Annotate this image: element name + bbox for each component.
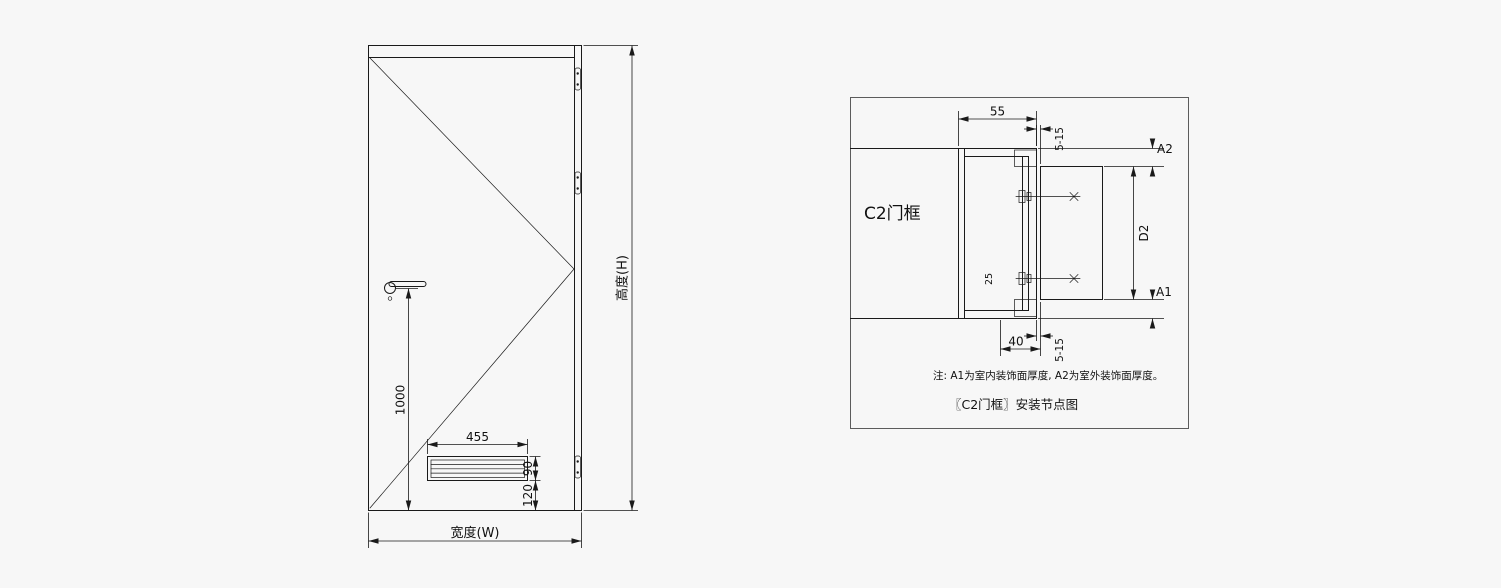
louver-frame [427,456,528,481]
dim-door-width-label: 宽度(W) [451,525,500,541]
frame-flange-bottom [1014,299,1037,317]
dim-door-height: 高度(H) [583,45,638,511]
door-louver [427,456,528,481]
anchor-bolt-top [1015,190,1081,203]
bolt-head [1018,190,1026,203]
dim-finish-indoor-label: A1 [1156,285,1172,299]
handle-rosette [384,282,396,294]
frame-label: C2门框 [864,204,921,224]
dim-flange-width-label: 40 [1008,335,1023,349]
door-hinge-top [574,67,581,91]
note-text: 注: A1为室内装饰面厚度, A2为室外装饰面厚度。 [933,369,1163,382]
bolt-shaft [1015,192,1081,201]
hinge-pin [576,187,579,190]
bolt-shaft [1015,274,1081,283]
wall-opening-lines [850,148,959,319]
door-hinge-bottom [574,455,581,479]
dim-flange-width: 40 [1000,302,1041,356]
frame-detail-drawing: C2门框 25 55 [850,97,1189,429]
bolt-washer [1026,192,1032,201]
dim-gap-bottom-label: 5-15 [1054,338,1066,362]
hinge-pin [576,72,579,75]
hinge-body [574,67,581,91]
handle-keyhole [387,296,393,301]
louver-slats [430,464,525,474]
hinge-pin [576,83,579,86]
bolt-washer [1026,274,1032,283]
frame-profile-lines [958,148,1037,319]
hinge-pin [576,471,579,474]
dim-gap-top-label: 5-15 [1054,127,1066,151]
frame-flange-top [1014,149,1037,167]
dim-louver-bottom-label: 120 [521,484,535,507]
door-handle [384,281,427,301]
dim-handle-height: 1000 [394,288,418,511]
door-frame-lines [368,45,582,511]
dim-wall-thickness: D2 [1130,166,1151,300]
detail-border [850,97,1189,429]
dim-frame-depth: 55 [958,105,1037,146]
dim-finish-indoor: A1 [1149,285,1172,329]
dim-louver-width-label: 455 [466,430,489,444]
dim-frame-back-label: 25 [984,273,995,285]
title-text: 〖C2门框〗安装节点图 [949,397,1078,412]
dim-handle-height-label: 1000 [394,385,408,416]
dim-gap-bottom: 5-15 [1024,320,1066,362]
dim-wall-thickness-label: D2 [1137,225,1151,242]
door-elevation-drawing: 455 90 120 1000 高度(H) [368,45,638,548]
hinge-pin [576,176,579,179]
hinge-body [574,171,581,195]
dim-frame-depth-label: 55 [990,105,1005,119]
dim-finish-outdoor: A2 [1149,138,1173,177]
dim-extension-lines [583,45,638,511]
door-hinge-middle [574,171,581,195]
dim-door-height-label: 高度(H) [615,255,631,301]
bolt-head [1018,272,1026,285]
dim-extension-lines [1036,125,1041,164]
dim-finish-outdoor-label: A2 [1157,142,1173,156]
hinge-pin [576,460,579,463]
handle-lever [388,281,427,287]
hinge-body [574,455,581,479]
dim-louver-bottom-offset: 120 [521,480,541,511]
dim-gap-top: 5-15 [1024,125,1066,164]
dim-louver-width: 455 [427,430,528,454]
anchor-bolt-bottom [1015,272,1081,285]
dim-door-width: 宽度(W) [368,512,582,548]
door-swing-lines [369,57,575,509]
dim-louver-height-label: 90 [521,461,535,476]
wall-section-hatch [1040,166,1103,300]
